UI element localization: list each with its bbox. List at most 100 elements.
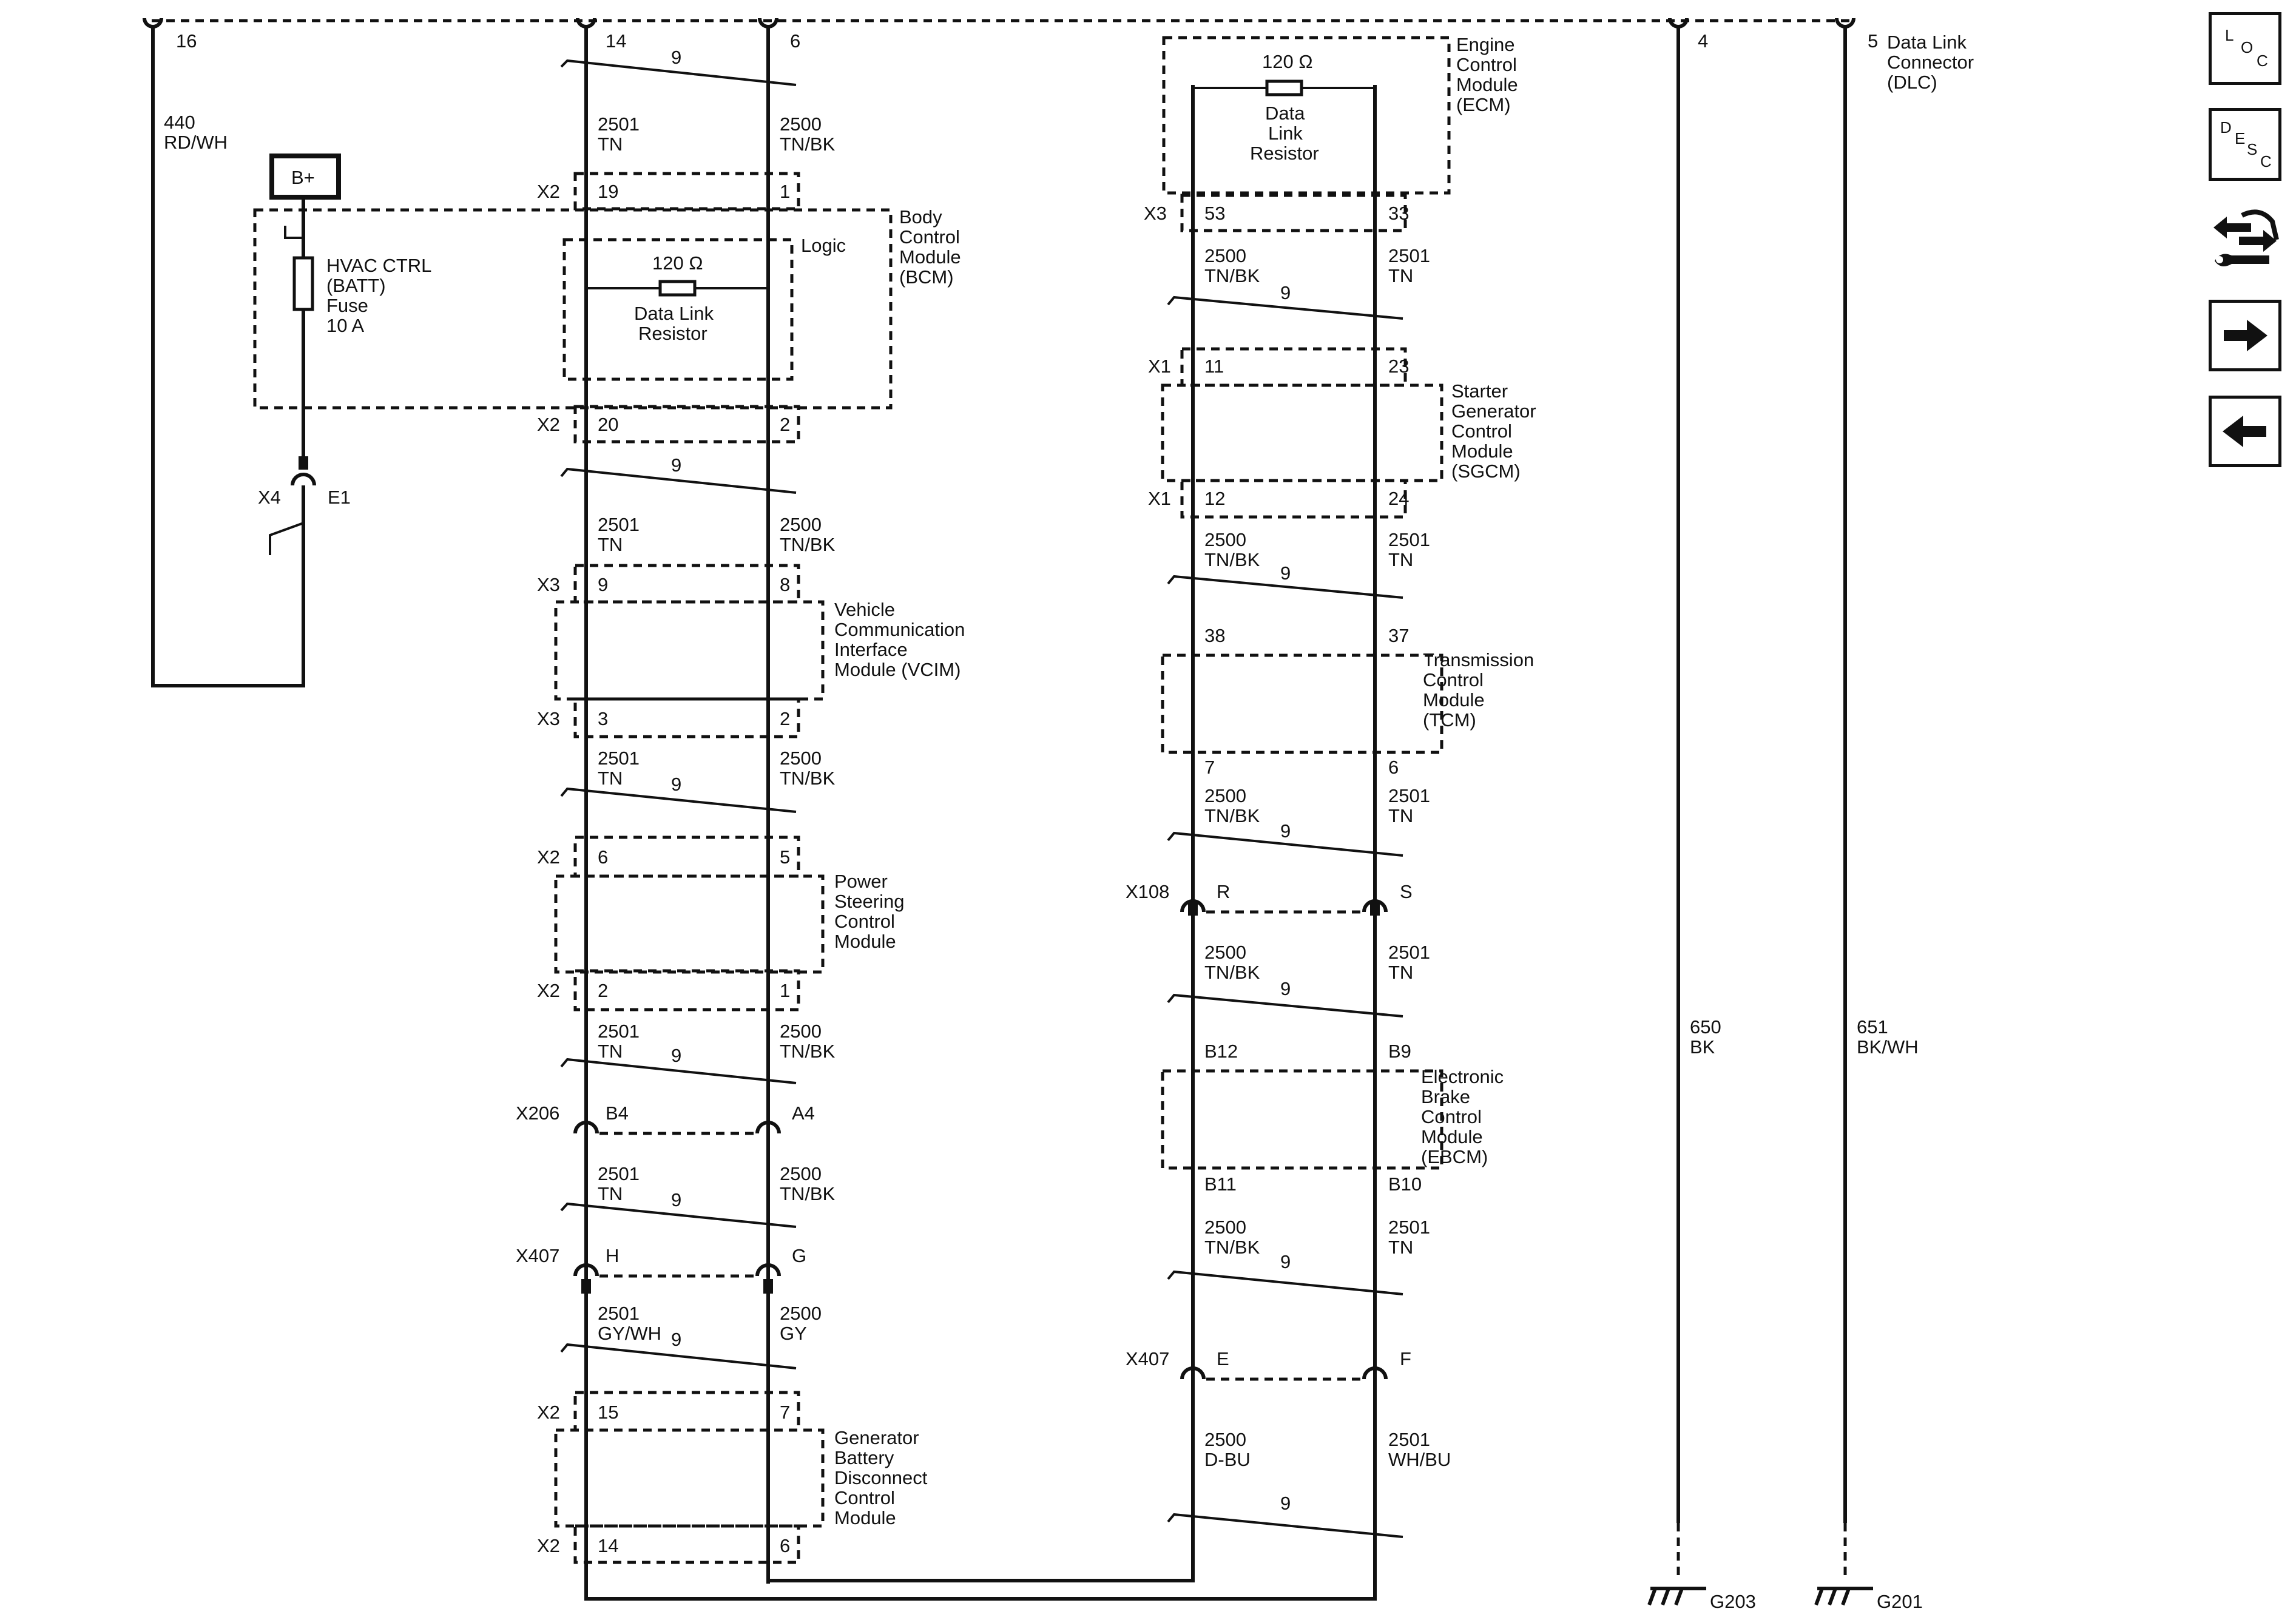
dlc-pin-hooks	[143, 18, 1855, 29]
svg-text:F: F	[1400, 1348, 1411, 1369]
svg-text:24: 24	[1388, 488, 1409, 509]
pscm-label: Power Steering Control Module	[834, 871, 904, 952]
svg-text:9: 9	[1280, 978, 1291, 999]
svg-text:R: R	[1217, 881, 1230, 902]
terminal-pins-left	[581, 1279, 773, 1294]
back-button[interactable]	[2209, 396, 2281, 467]
svg-text:(ECM): (ECM)	[1456, 94, 1511, 115]
svg-text:2501: 2501	[1388, 1429, 1430, 1450]
svg-text:TN: TN	[598, 534, 623, 555]
svg-text:D: D	[2220, 118, 2232, 137]
svg-text:650: 650	[1690, 1016, 1721, 1038]
vcim-box	[554, 600, 825, 701]
svg-text:Control: Control	[834, 911, 895, 932]
svg-text:Module: Module	[834, 1507, 896, 1528]
svg-text:G203: G203	[1710, 1591, 1756, 1612]
svg-text:Communication: Communication	[834, 619, 965, 640]
svg-text:TN: TN	[598, 1041, 623, 1062]
svg-text:9: 9	[671, 774, 681, 795]
svg-text:Control: Control	[899, 226, 960, 248]
svg-text:X2: X2	[537, 1535, 560, 1556]
svg-text:WH/BU: WH/BU	[1388, 1449, 1451, 1470]
e1-label: E1	[328, 487, 351, 508]
wire-labels-right: 2500 TN/BK 2501 TN 2500 TN/BK 2501 TN 25…	[1204, 245, 1451, 1470]
inline-connectors-left	[573, 1121, 781, 1277]
svg-text:2500: 2500	[1204, 1217, 1246, 1238]
svg-text:B10: B10	[1388, 1173, 1422, 1195]
svg-text:53: 53	[1204, 203, 1225, 224]
dlc-label: Data Link Connector (DLC)	[1887, 32, 1974, 93]
svg-text:S: S	[2247, 140, 2257, 158]
svg-text:Resistor: Resistor	[1250, 143, 1319, 164]
svg-text:O: O	[2241, 38, 2253, 56]
svg-text:TN: TN	[598, 133, 623, 155]
twist-markers-left	[560, 59, 797, 1369]
svg-text:E: E	[2235, 129, 2245, 147]
svg-text:Electronic: Electronic	[1421, 1066, 1504, 1087]
svg-text:X3: X3	[537, 574, 560, 595]
svg-text:2501: 2501	[1388, 785, 1430, 806]
svg-text:Fuse: Fuse	[326, 295, 368, 316]
svg-text:G: G	[792, 1245, 806, 1266]
svg-text:Module: Module	[1456, 74, 1518, 95]
desc-button[interactable]: D E S C	[2209, 108, 2281, 181]
svg-text:2500: 2500	[1204, 942, 1246, 963]
svg-text:Transmission: Transmission	[1423, 649, 1534, 670]
svg-text:Module: Module	[834, 931, 896, 952]
svg-text:9: 9	[671, 454, 681, 476]
arrow-left-icon	[2223, 416, 2266, 447]
svg-text:2501: 2501	[598, 514, 640, 535]
bcm-resistor-label: Data Link Resistor	[634, 303, 714, 344]
svg-text:Module: Module	[899, 246, 961, 268]
bplus-label: B+	[291, 167, 315, 188]
svg-text:2500: 2500	[780, 1303, 822, 1324]
svg-text:TN/BK: TN/BK	[1204, 805, 1260, 826]
svg-text:6: 6	[1388, 757, 1399, 778]
gbdcm-box	[554, 1428, 825, 1528]
svg-text:H: H	[606, 1245, 619, 1266]
svg-text:BK: BK	[1690, 1036, 1715, 1058]
next-button[interactable]	[2209, 300, 2281, 371]
ecm-resistor-value: 120 Ω	[1262, 51, 1313, 72]
svg-text:2500: 2500	[1204, 785, 1246, 806]
svg-text:(BCM): (BCM)	[899, 266, 954, 288]
connector-label: X206 B4 A4 X407 H G	[516, 1102, 815, 1266]
svg-text:3: 3	[598, 708, 608, 729]
svg-text:9: 9	[671, 1045, 681, 1066]
loc-button[interactable]: L O C	[2209, 12, 2281, 85]
svg-text:15: 15	[598, 1402, 618, 1423]
bcm-label: Body Control Module (BCM)	[899, 206, 961, 288]
wire-440	[151, 27, 305, 687]
wiring-schematic: 16 14 6 4 5 Data Link Connector (DLC) 44…	[143, 18, 1974, 1612]
svg-text:Data: Data	[1265, 103, 1305, 124]
svg-text:6: 6	[780, 1535, 790, 1556]
svg-text:B9: B9	[1388, 1041, 1411, 1062]
wire-440-number: 440	[164, 112, 195, 133]
logic-label: Logic	[801, 235, 846, 256]
svg-text:2500: 2500	[780, 514, 822, 535]
connector-label: X3 53 33 X1 11 23 X1 12 24 38 37 7 6 X10…	[1126, 203, 1422, 1369]
wire-440-color: RD/WH	[164, 132, 228, 153]
svg-text:B4: B4	[606, 1102, 629, 1124]
svg-text:9: 9	[671, 47, 681, 68]
svg-text:Control: Control	[1423, 669, 1484, 690]
x4-label: X4	[258, 487, 281, 508]
svg-text:2500: 2500	[780, 1163, 822, 1184]
svg-text:TN: TN	[1388, 1237, 1413, 1258]
svg-text:1: 1	[780, 181, 790, 202]
svg-text:9: 9	[598, 574, 608, 595]
svg-text:G201: G201	[1877, 1591, 1923, 1612]
svg-text:D-BU: D-BU	[1204, 1449, 1251, 1470]
svg-text:7: 7	[1204, 757, 1215, 778]
ecm-resistor-label: Data Link Resistor	[1250, 103, 1319, 164]
svg-text:X407: X407	[1126, 1348, 1169, 1369]
svg-text:6: 6	[598, 846, 608, 868]
svg-text:12: 12	[1204, 488, 1225, 509]
svg-text:Body: Body	[899, 206, 942, 228]
svg-text:Engine: Engine	[1456, 34, 1515, 55]
svg-text:Module: Module	[1451, 441, 1513, 462]
x4-terminal	[299, 456, 308, 470]
svg-text:9: 9	[671, 1329, 681, 1350]
svg-text:1: 1	[780, 980, 790, 1001]
tools-button[interactable]	[2209, 203, 2281, 279]
